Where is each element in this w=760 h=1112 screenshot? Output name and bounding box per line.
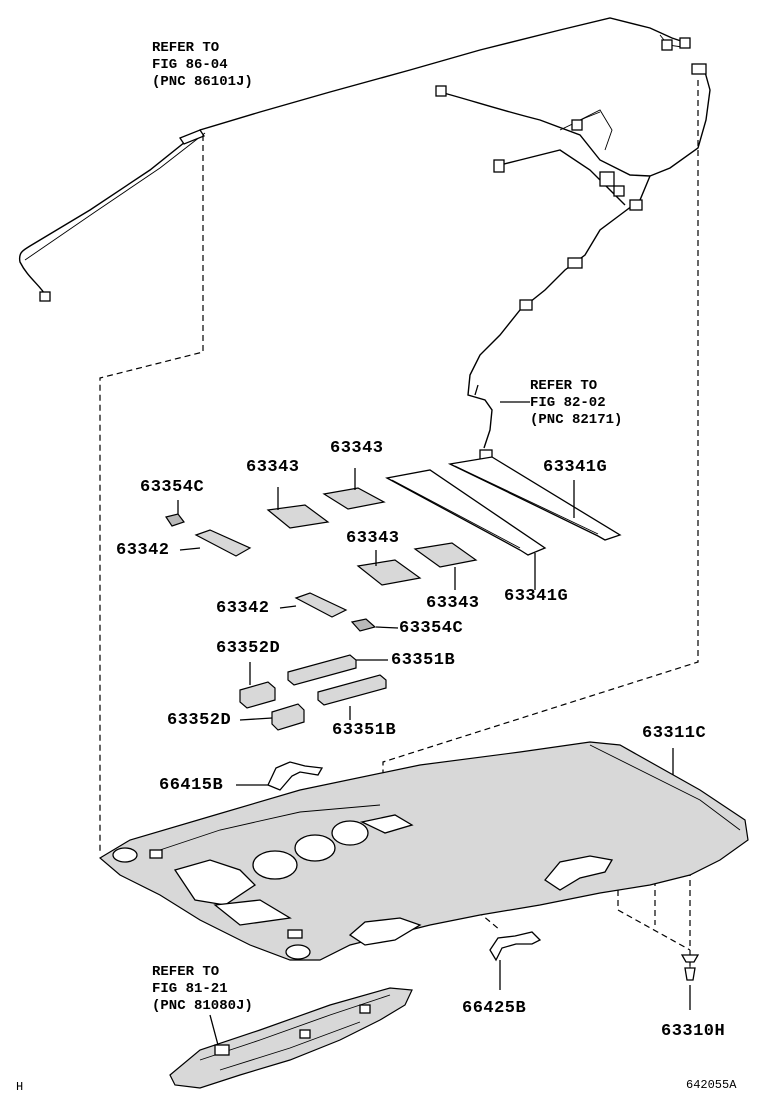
ref-line: FIG 82-02 (530, 395, 606, 411)
assist-grip-brackets (267, 761, 542, 962)
silencer-pads (266, 487, 478, 586)
corner-mark: H (16, 1080, 24, 1094)
spacer-blocks (239, 654, 387, 731)
ref-line: (PNC 86101J) (152, 74, 253, 90)
block-63351b-a (287, 654, 357, 686)
small-pads (165, 513, 377, 632)
part-number-63352d[interactable]: 63352D (216, 639, 281, 658)
ref-line: (PNC 81080J) (152, 998, 253, 1014)
ref-line: (PNC 82171) (530, 412, 623, 428)
bracket-66415b (267, 761, 324, 791)
silencer-strips (385, 456, 622, 556)
pad-63343-a (266, 504, 330, 529)
roof-wire-harness (18, 17, 691, 302)
strip-63341g-b (447, 456, 622, 541)
part-number-63343[interactable]: 63343 (330, 439, 384, 458)
block-63351b-b (317, 674, 387, 706)
headliner-clip (680, 954, 700, 981)
pad-63343-b (322, 487, 386, 510)
part-number-63311c[interactable]: 63311C (642, 724, 707, 743)
ref-line: REFER TO (152, 40, 220, 56)
part-number-66415b[interactable]: 66415B (159, 776, 224, 795)
reference-note-86-04: REFER TO FIG 86-04 (PNC 86101J) (152, 40, 253, 91)
part-number-63342[interactable]: 63342 (216, 599, 270, 618)
ref-line: REFER TO (152, 964, 220, 980)
pad-63342-b (294, 592, 348, 618)
overhead-console (169, 987, 413, 1089)
ref-line: FIG 81-21 (152, 981, 228, 997)
leader-lines (177, 384, 691, 1010)
part-number-63343[interactable]: 63343 (246, 458, 300, 477)
pad-63343-d (413, 542, 478, 568)
part-number-63354c[interactable]: 63354C (140, 478, 205, 497)
pad-63343-c (356, 559, 422, 586)
pad-63354c-a (165, 513, 185, 527)
part-number-63341g[interactable]: 63341G (504, 587, 569, 606)
diagram-id: 642055A (686, 1078, 737, 1092)
part-number-63310h[interactable]: 63310H (661, 1022, 726, 1041)
strip-63341g-a (385, 469, 547, 556)
part-number-63352d[interactable]: 63352D (167, 711, 232, 730)
part-number-66425b[interactable]: 66425B (462, 999, 527, 1018)
reference-note-82-02: REFER TO FIG 82-02 (PNC 82171) (530, 378, 622, 429)
connector-icon (39, 291, 51, 302)
part-number-63354c[interactable]: 63354C (399, 619, 464, 638)
block-63352d-b (271, 703, 305, 731)
part-number-63342[interactable]: 63342 (116, 541, 170, 560)
bracket-66425b (489, 931, 542, 962)
ref-line: FIG 86-04 (152, 57, 228, 73)
reference-note-81-21: REFER TO FIG 81-21 (PNC 81080J) (152, 964, 253, 1015)
pad-63354c-b (350, 618, 377, 632)
part-number-63341g[interactable]: 63341G (543, 458, 608, 477)
part-number-63351b[interactable]: 63351B (332, 721, 397, 740)
part-number-63343[interactable]: 63343 (346, 529, 400, 548)
ref-line: REFER TO (530, 378, 598, 394)
part-number-63343[interactable]: 63343 (426, 594, 480, 613)
block-63352d-a (239, 681, 276, 709)
part-number-63351b[interactable]: 63351B (391, 651, 456, 670)
roof-headliner (98, 741, 749, 961)
pad-63342-a (194, 529, 252, 557)
